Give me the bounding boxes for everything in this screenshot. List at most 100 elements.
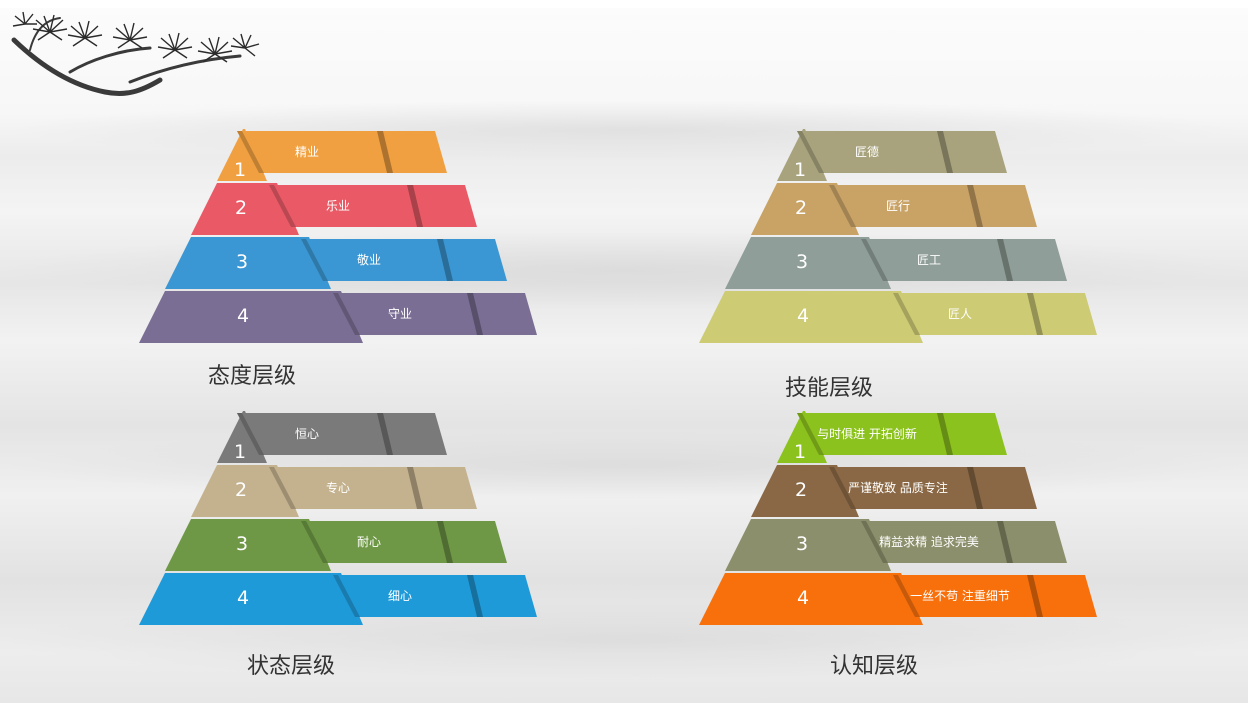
ribbon-band-1 bbox=[797, 413, 1007, 455]
pyramid-block-4 bbox=[139, 573, 363, 625]
ribbon-band-3 bbox=[861, 239, 1067, 281]
pyramid-block-3 bbox=[165, 237, 331, 289]
ribbon-edge-3 bbox=[301, 239, 328, 281]
ribbon-band-4 bbox=[893, 575, 1097, 617]
pyramid-block-4 bbox=[699, 291, 923, 343]
ribbon-band-3 bbox=[861, 521, 1067, 563]
ribbon-fold-2 bbox=[407, 467, 423, 509]
ribbon-band-3 bbox=[301, 239, 507, 281]
level-label-1: 与时俱进 开拓创新 bbox=[817, 427, 917, 441]
ribbon-band-4 bbox=[333, 575, 537, 617]
ribbon-edge-1 bbox=[797, 413, 824, 455]
level-number-4: 4 bbox=[796, 587, 810, 609]
level-number-2: 2 bbox=[234, 197, 248, 219]
ribbon-band-2 bbox=[269, 185, 477, 227]
mist-band bbox=[0, 100, 1248, 160]
ribbon-fold-2 bbox=[407, 185, 423, 227]
level-number-2: 2 bbox=[234, 479, 248, 501]
ribbon-edge-4 bbox=[893, 575, 920, 617]
pyramid-block-2 bbox=[191, 465, 299, 517]
ribbon-fold-3 bbox=[437, 239, 453, 281]
pine-branch-icon bbox=[11, 11, 260, 96]
ribbon-band-1 bbox=[237, 131, 447, 173]
ribbon-band-3 bbox=[301, 521, 507, 563]
level-label-1: 匠德 bbox=[854, 145, 879, 159]
ribbon-edge-2 bbox=[829, 467, 856, 509]
pyramid-block-2 bbox=[751, 465, 859, 517]
level-number-1: 1 bbox=[793, 159, 807, 181]
ribbon-edge-4 bbox=[893, 293, 920, 335]
ribbon-fold-3 bbox=[997, 521, 1013, 563]
level-number-4: 4 bbox=[236, 305, 250, 327]
level-label-4: 一丝不苟 注重细节 bbox=[910, 589, 1010, 603]
pyramid-block-1 bbox=[777, 129, 827, 181]
ribbon-fold-3 bbox=[997, 239, 1013, 281]
pyramid-block-3 bbox=[725, 519, 891, 571]
ribbon-edge-1 bbox=[237, 131, 264, 173]
ribbon-edge-2 bbox=[829, 185, 856, 227]
pyramid-shapes bbox=[139, 129, 537, 343]
pyramid-block-1 bbox=[777, 411, 827, 463]
caption-skill: 技能层级 bbox=[785, 376, 874, 401]
pyramid-shapes bbox=[699, 411, 1097, 625]
level-label-3: 匠工 bbox=[916, 253, 941, 267]
level-label-2: 严谨敬致 品质专注 bbox=[848, 481, 948, 495]
level-number-1: 1 bbox=[233, 441, 247, 463]
ribbon-edge-4 bbox=[333, 293, 360, 335]
level-number-1: 1 bbox=[793, 441, 807, 463]
level-number-3: 3 bbox=[795, 251, 809, 273]
ribbon-fold-3 bbox=[437, 521, 453, 563]
level-number-4: 4 bbox=[236, 587, 250, 609]
level-label-2: 专心 bbox=[325, 481, 350, 495]
level-number-4: 4 bbox=[796, 305, 810, 327]
level-number-3: 3 bbox=[235, 533, 249, 555]
pyramid-block-3 bbox=[165, 519, 331, 571]
level-label-4: 守业 bbox=[387, 307, 412, 321]
ribbon-fold-1 bbox=[937, 413, 953, 455]
level-number-1: 1 bbox=[233, 159, 247, 181]
frame-top bbox=[0, 0, 1248, 8]
ribbon-band-1 bbox=[237, 413, 447, 455]
ribbon-edge-2 bbox=[269, 467, 296, 509]
pyramid-block-3 bbox=[725, 237, 891, 289]
ribbon-edge-2 bbox=[269, 185, 296, 227]
pyramid-block-2 bbox=[751, 183, 859, 235]
caption-cognition: 认知层级 bbox=[830, 654, 919, 679]
ribbon-fold-4 bbox=[467, 293, 483, 335]
caption-state: 状态层级 bbox=[247, 654, 336, 679]
ribbon-edge-3 bbox=[861, 521, 888, 563]
level-label-2: 匠行 bbox=[885, 199, 910, 213]
ribbon-edge-3 bbox=[861, 239, 888, 281]
level-label-2: 乐业 bbox=[325, 199, 350, 213]
ribbon-fold-1 bbox=[377, 131, 393, 173]
pyramid-block-2 bbox=[191, 183, 299, 235]
pyramid-shapes bbox=[139, 411, 537, 625]
pyramid-block-1 bbox=[217, 411, 267, 463]
pyramid-state: 1 恒心 2 专心 3 耐心 4 细心 bbox=[133, 407, 553, 632]
caption-attitude: 态度层级 bbox=[208, 364, 297, 389]
ribbon-edge-1 bbox=[237, 413, 264, 455]
level-number-2: 2 bbox=[794, 479, 808, 501]
level-label-4: 匠人 bbox=[947, 307, 972, 321]
pyramid-block-1 bbox=[217, 129, 267, 181]
ribbon-fold-2 bbox=[967, 185, 983, 227]
level-label-3: 耐心 bbox=[356, 535, 381, 549]
pyramid-skill: 1 匠德 2 匠行 3 匠工 4 匠人 bbox=[693, 125, 1113, 350]
ribbon-band-1 bbox=[797, 131, 1007, 173]
ribbon-edge-1 bbox=[797, 131, 824, 173]
level-label-1: 恒心 bbox=[294, 427, 319, 441]
ribbon-band-2 bbox=[269, 467, 477, 509]
ribbon-fold-1 bbox=[377, 413, 393, 455]
level-label-4: 细心 bbox=[387, 589, 412, 603]
level-number-2: 2 bbox=[794, 197, 808, 219]
ribbon-edge-4 bbox=[333, 575, 360, 617]
ribbon-edge-3 bbox=[301, 521, 328, 563]
frame-bottom bbox=[0, 703, 1248, 709]
ribbon-fold-4 bbox=[1027, 575, 1043, 617]
ribbon-band-4 bbox=[333, 293, 537, 335]
level-label-1: 精业 bbox=[294, 145, 319, 159]
pyramid-shapes bbox=[699, 129, 1097, 343]
ribbon-band-4 bbox=[893, 293, 1097, 335]
